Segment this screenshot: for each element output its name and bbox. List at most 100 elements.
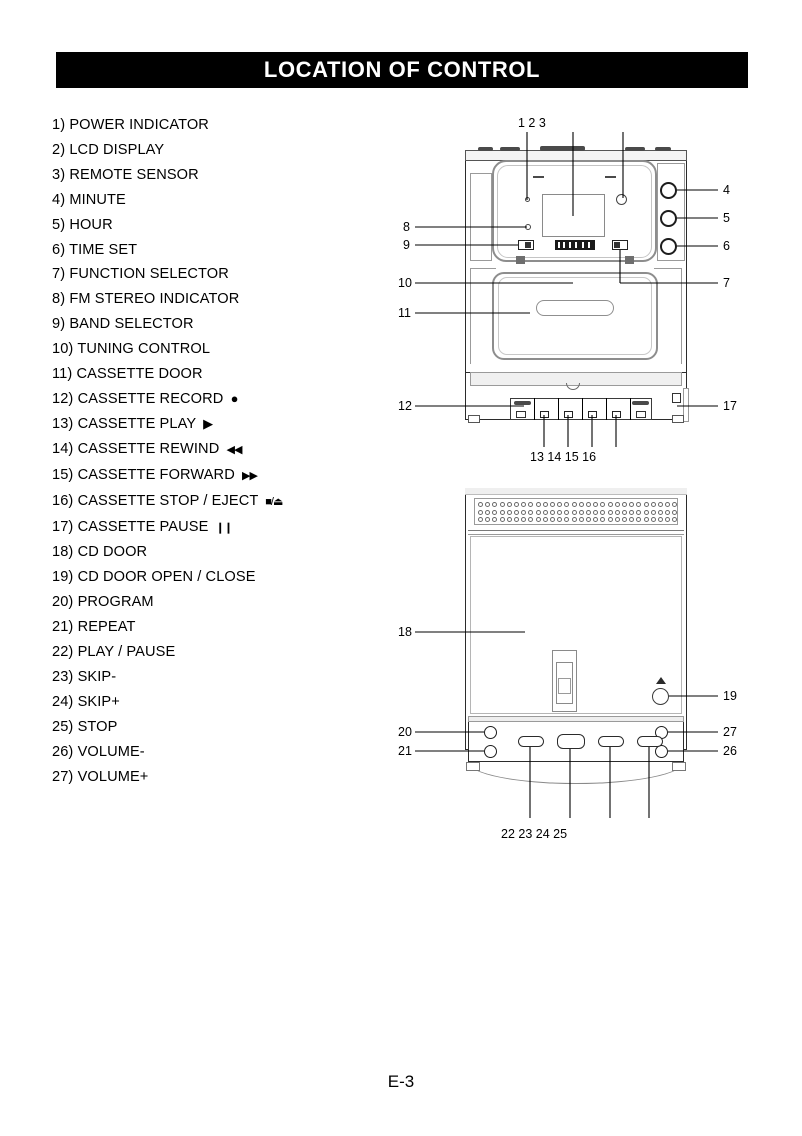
speaker-grille-hole: [535, 502, 541, 507]
cd-control-panel-lip: [468, 716, 684, 722]
top-unit-diagram: 1 2 3 4 5 6 7 8 9 10 11 12 17 13 14 15 1…: [398, 110, 760, 470]
speaker-grille-hole: [593, 517, 599, 522]
door-wedge-right: [654, 268, 682, 364]
speaker-grille-hole: [506, 517, 512, 522]
stop-button[interactable]: [637, 736, 663, 747]
callout-10: 10: [398, 276, 412, 290]
volume-down-button[interactable]: [655, 745, 668, 758]
control-item-label: CASSETTE RECORD: [77, 390, 224, 407]
control-item-label: SKIP+: [77, 693, 120, 710]
speaker-grille-hole: [521, 502, 527, 507]
speaker-grille-hole: [650, 509, 656, 515]
control-item-label: CASSETTE DOOR: [76, 366, 203, 383]
control-item-number: 1): [52, 117, 66, 133]
speaker-grille-hole: [564, 509, 570, 515]
speaker-grille-hole: [643, 502, 649, 507]
function-selector-switch[interactable]: [612, 240, 628, 250]
callout-22-25: 22 23 24 25: [501, 827, 568, 841]
play-pause-button[interactable]: [518, 736, 544, 747]
callout-17: 17: [723, 399, 737, 413]
control-list-item: 3) REMOTE SENSOR: [52, 163, 382, 188]
speaker-grille-hole: [643, 517, 649, 522]
control-item-label: TUNING CONTROL: [77, 341, 211, 358]
speaker-grille-hole: [614, 502, 620, 507]
skip-minus-button[interactable]: [557, 734, 585, 749]
band-selector-knob: [525, 242, 531, 248]
speaker-grille-hole: [578, 509, 584, 515]
button-divider: [630, 398, 631, 420]
control-item-number: 27): [52, 768, 74, 785]
speaker-grille-hole: [506, 502, 512, 507]
speaker-grille-hole: [607, 502, 613, 507]
control-list-item: 19) CD DOOR OPEN / CLOSE: [52, 565, 382, 590]
speaker-grille-hole: [506, 509, 512, 515]
program-button[interactable]: [484, 726, 497, 739]
skip-plus-button[interactable]: [598, 736, 624, 747]
control-list-item: 13) CASSETTE PLAY ▶: [52, 412, 382, 437]
speaker-grille-hole: [521, 509, 527, 515]
tuning-dial-scale: [555, 240, 595, 250]
speaker-grille-hole: [600, 509, 606, 515]
minute-knob[interactable]: [660, 182, 677, 199]
control-list-item: 21) REPEAT: [52, 615, 382, 640]
cd-door-latch-tab[interactable]: [558, 678, 571, 694]
speaker-grille-hole: [622, 517, 627, 522]
control-list-item: 16) CASSETTE STOP / EJECT ■/⏏: [52, 489, 382, 515]
cassette-pause-key-face[interactable]: [636, 411, 646, 418]
speaker-grille-hole: [665, 517, 671, 522]
speaker-grille-hole: [542, 502, 548, 507]
cd-door-open-close-button[interactable]: [652, 688, 669, 705]
control-item-symbol-icon: ▶: [203, 415, 213, 431]
control-list-item: 1) POWER INDICATOR: [52, 113, 382, 138]
speaker-grille-hole: [571, 502, 577, 507]
speaker-grille-hole: [492, 517, 498, 522]
speaker-grille-hole: [478, 502, 483, 507]
switch-icon-mark: [625, 256, 634, 264]
callout-21: 21: [398, 744, 412, 758]
control-list-item: 5) HOUR: [52, 213, 382, 238]
control-item-number: 5): [52, 216, 66, 233]
function-selector-knob: [614, 242, 620, 248]
page-header-bar: LOCATION OF CONTROL: [56, 52, 748, 88]
control-item-number: 24): [52, 693, 74, 710]
control-list-item: 27) VOLUME+: [52, 765, 382, 790]
speaker-grille-hole: [557, 509, 563, 515]
cassette-record-key-face[interactable]: [516, 411, 526, 418]
control-list-item: 11) CASSETTE DOOR: [52, 362, 382, 387]
speaker-grille-hole: [485, 509, 491, 515]
speaker-grille-hole: [571, 517, 577, 522]
control-item-number: 2): [52, 141, 66, 158]
control-list-item: 9) BAND SELECTOR: [52, 312, 382, 337]
unit-foot-left: [468, 415, 480, 423]
control-item-symbol-icon: ■/⏏: [265, 495, 283, 508]
speaker-grille-hole: [478, 509, 483, 515]
control-item-label: CD DOOR OPEN / CLOSE: [77, 569, 256, 586]
control-item-label: MINUTE: [69, 191, 126, 208]
speaker-grille-hole: [593, 502, 599, 507]
cassette-pause-key[interactable]: [632, 401, 649, 405]
remote-sensor: [616, 194, 627, 205]
control-list-item: 22) PLAY / PAUSE: [52, 640, 382, 665]
button-divider: [558, 398, 559, 420]
cassette-door[interactable]: [492, 272, 658, 360]
speaker-grille-hole: [672, 509, 677, 515]
control-item-symbol-icon: ◀◀: [226, 443, 243, 456]
speaker-grille-hole: [499, 509, 505, 515]
cassette-record-key[interactable]: [514, 401, 531, 405]
callout-7: 7: [723, 276, 730, 290]
speaker-grille-hole: [636, 517, 642, 522]
callout-27: 27: [723, 725, 737, 739]
cassette-door-inner: [498, 277, 652, 355]
bottom-unit-diagram: 18 19 20 21 27 26 22 23 24 25: [398, 470, 760, 850]
control-item-label: HOUR: [69, 216, 113, 233]
top-vent-nub: [500, 147, 520, 151]
control-item-label: FM STEREO INDICATOR: [69, 291, 240, 308]
top-vent-nub: [655, 147, 671, 151]
time-set-knob[interactable]: [660, 238, 677, 255]
hour-knob[interactable]: [660, 210, 677, 227]
speaker-grille-hole: [629, 502, 635, 507]
speaker-grille-hole: [564, 502, 570, 507]
callout-9: 9: [403, 238, 410, 252]
switch-icon-mark: [516, 256, 525, 264]
repeat-button[interactable]: [484, 745, 497, 758]
